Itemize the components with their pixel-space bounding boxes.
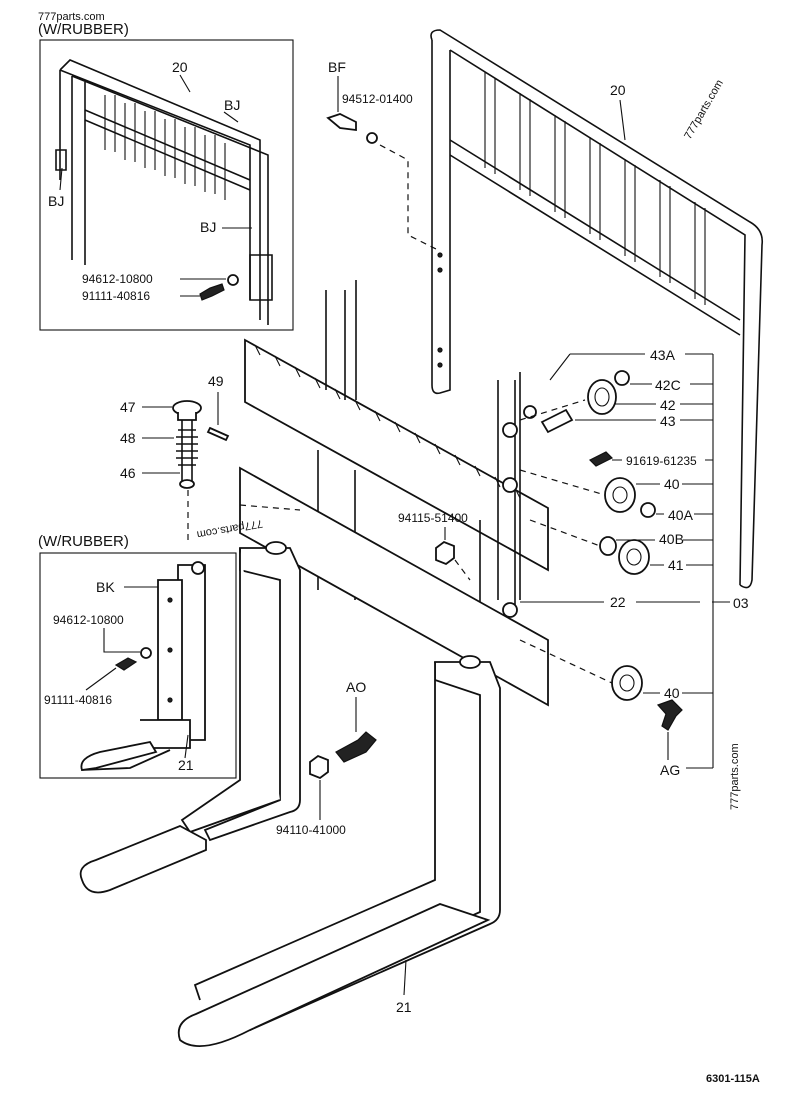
label-46: 46 [120, 465, 136, 481]
label-91111-top: 91111-40816 [82, 289, 150, 303]
fork-right: 21 [177, 655, 501, 1047]
label-bj-1: BJ [224, 97, 240, 113]
fork-left [79, 541, 301, 894]
label-40-upper: 40 [664, 476, 680, 492]
label-21-main: 21 [396, 999, 412, 1015]
nut-94115 [435, 540, 455, 566]
label-43a: 43A [650, 347, 676, 363]
label-42c: 42C [655, 377, 681, 393]
label-47: 47 [120, 399, 136, 415]
label-20-inset: 20 [172, 59, 188, 75]
label-49: 49 [208, 373, 224, 389]
inset-bottom-title: (W/RUBBER) [38, 533, 129, 550]
label-03: 03 [733, 595, 749, 611]
roller-parts-group: 43A 42C 42 43 91619-61235 40 40A 40B 41 … [519, 347, 714, 778]
bolt-bf-group: BF 94512-01400 [326, 59, 439, 251]
inset-backrest-drawing [55, 59, 273, 325]
label-40a: 40A [668, 507, 694, 523]
label-ao: AO [346, 679, 366, 695]
inset-top-title: (W/RUBBER) [38, 21, 129, 38]
bolt-91619 [588, 451, 614, 467]
inset-bottom-rubber: (W/RUBBER) BK 94612-10800 91111-40816 21 [38, 533, 237, 779]
watermark-right: 777parts.com [729, 743, 741, 810]
roller-40-lower [611, 665, 643, 701]
bolt-ag [656, 699, 683, 731]
bolt-91111-inset-top [199, 283, 225, 301]
inset-top-rubber: (W/RUBBER) 20 BJ BJ BJ 94612-10800 91111… [38, 21, 294, 331]
shaft-43 [540, 408, 574, 434]
label-43: 43 [660, 413, 676, 429]
spring-48 [176, 429, 198, 466]
bolt-91111-inset-bottom [114, 657, 138, 671]
label-91619: 91619-61235 [626, 454, 697, 468]
inset-top-frame [39, 39, 294, 331]
label-bj-2: BJ [48, 193, 64, 209]
nut-94115-group: 94115-51400 [398, 511, 471, 581]
roller-42 [587, 379, 617, 415]
label-48: 48 [120, 430, 136, 446]
carriage-bottom-bar [239, 466, 549, 707]
label-94612-bottom: 94612-10800 [53, 613, 124, 627]
label-bk: BK [96, 579, 115, 595]
label-94115: 94115-51400 [398, 511, 468, 525]
label-ag: AG [660, 762, 680, 778]
watermark-top-left: 777parts.com [38, 11, 105, 23]
label-21-inset: 21 [178, 757, 194, 773]
label-41: 41 [668, 557, 684, 573]
figure-id: 6301-115A [706, 1073, 760, 1085]
inset-bottom-frame [39, 552, 237, 779]
label-bj-3: BJ [200, 219, 216, 235]
label-40b: 40B [659, 531, 684, 547]
stopper-pin-group: 49 47 48 46 [120, 373, 301, 545]
washer-40b [599, 536, 617, 556]
pin-49 [206, 426, 230, 442]
bolt-ao-group: AO 94110-41000 [276, 679, 377, 837]
label-bf: BF [328, 59, 346, 75]
washer-94612-inset-top [227, 274, 239, 286]
bolt-bf [326, 113, 357, 132]
label-94512: 94512-01400 [342, 92, 413, 106]
label-91111-bottom: 91111-40816 [44, 693, 112, 707]
nut-94110 [309, 754, 329, 780]
label-40-lower: 40 [664, 685, 680, 701]
label-94612-top: 94612-10800 [82, 272, 153, 286]
inset-fork-drawing [80, 561, 206, 771]
load-backrest-main: 20 [430, 29, 764, 589]
label-22: 22 [610, 594, 626, 610]
snap-ring-40a [640, 502, 656, 518]
washer-94612-inset-bottom [140, 647, 152, 659]
label-94110: 94110-41000 [276, 823, 346, 837]
watermark-top-right: 777parts.com [682, 78, 726, 142]
carriage: 22 03 [239, 280, 749, 707]
snap-ring-42c [614, 370, 630, 386]
roller-40-upper [604, 477, 636, 513]
roller-41 [618, 539, 650, 575]
washer-94512 [366, 132, 378, 144]
label-20-main: 20 [610, 82, 626, 98]
bolt-ao [335, 731, 377, 763]
carriage-top-bar [244, 338, 549, 572]
pin-46 [179, 479, 195, 489]
label-42: 42 [660, 397, 676, 413]
